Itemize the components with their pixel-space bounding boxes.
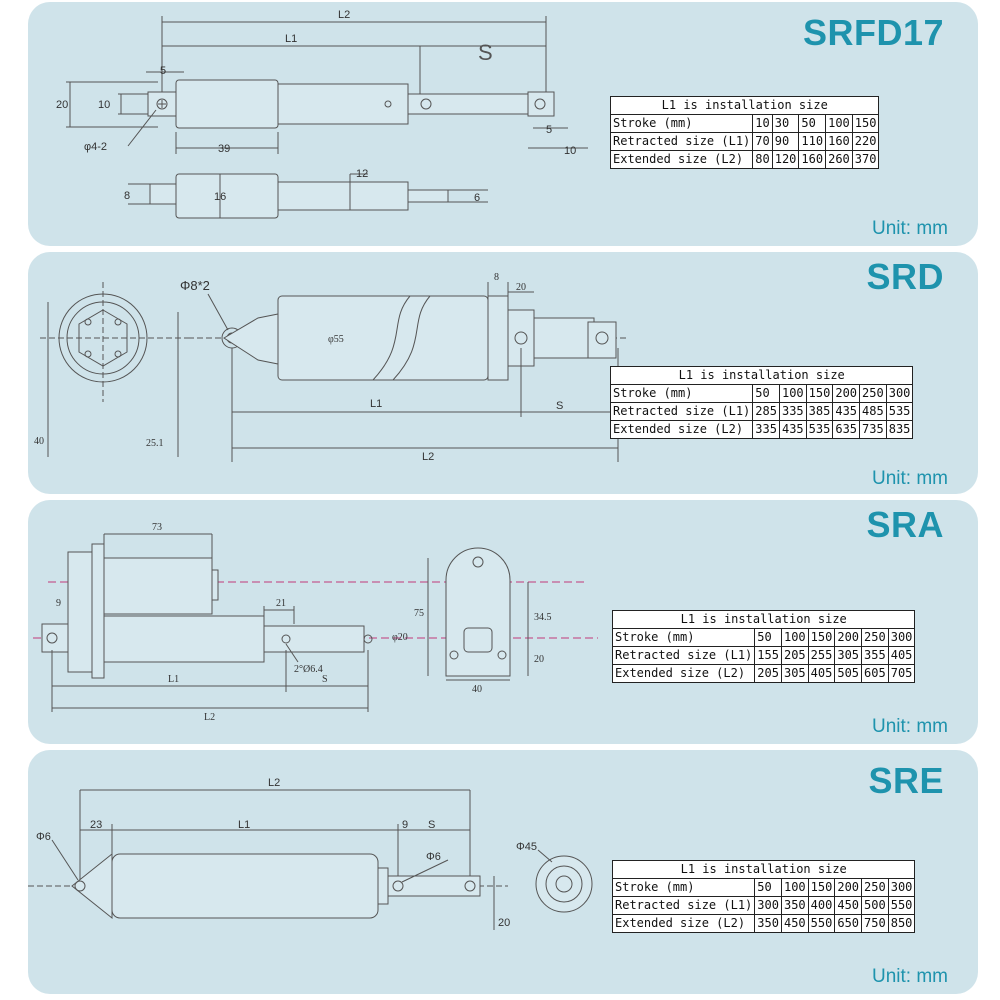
sre-dim-9: 9 bbox=[402, 819, 408, 831]
srd-dim-l1: L1 bbox=[370, 398, 382, 410]
sra-dim-21: 21 bbox=[276, 598, 286, 609]
table-caption: L1 is installation size bbox=[611, 860, 916, 879]
table-caption: L1 is installation size bbox=[609, 96, 880, 115]
srd-dim-s: S bbox=[556, 400, 563, 412]
model-title: SRE bbox=[868, 760, 944, 801]
sra-dim-20b: 20 bbox=[534, 654, 544, 665]
sra-dim-75: 75 bbox=[414, 608, 424, 619]
srfd17-dim-39: 39 bbox=[218, 143, 230, 155]
srd-dim-dia: φ55 bbox=[328, 334, 344, 345]
sra-drawing: 73 9 21 φ20 2°Ø6.4 L1 S L2 75 bbox=[33, 522, 598, 723]
unit-label: Unit: mm bbox=[872, 218, 948, 239]
sra-dim-73: 73 bbox=[152, 522, 162, 533]
model-title: SRA bbox=[866, 504, 944, 545]
srfd17-dim-20: 20 bbox=[56, 99, 68, 111]
sra-dim-9: 9 bbox=[56, 598, 61, 609]
srfd17-dim-12: 12 bbox=[356, 168, 368, 180]
srd-drawing: 40 25.1 φ55 Φ8*2 8 20 L1 S L2 bbox=[34, 272, 628, 463]
srd-dim-40: 40 bbox=[34, 436, 44, 447]
sra-dim-s: S bbox=[322, 674, 328, 685]
srfd17-dim-16: 16 bbox=[214, 191, 226, 203]
srfd17-dim-5b: 5 bbox=[546, 124, 552, 136]
sra-dim-hole: 2°Ø6.4 bbox=[294, 664, 323, 675]
srd-dim-20: 20 bbox=[516, 282, 526, 293]
srfd17-dim-5a: 5 bbox=[160, 65, 166, 77]
srfd17-dim-10b: 10 bbox=[564, 145, 576, 157]
srd-dim-hole: Φ8*2 bbox=[180, 278, 210, 293]
unit-label: Unit: mm bbox=[872, 966, 948, 987]
sre-dim-l1: L1 bbox=[238, 819, 250, 831]
sre-dim-l2: L2 bbox=[268, 777, 280, 789]
unit-label: Unit: mm bbox=[872, 468, 948, 489]
sre-dim-6b: Φ6 bbox=[426, 851, 441, 863]
srfd17-dim-l1: L1 bbox=[285, 33, 297, 45]
sre-dim-s: S bbox=[428, 819, 435, 831]
srd-dim-25: 25.1 bbox=[146, 438, 164, 449]
sra-dim-l1: L1 bbox=[168, 674, 179, 685]
sra-dim-345: 34.5 bbox=[534, 612, 552, 623]
sre-dim-23: 23 bbox=[90, 819, 102, 831]
srd-dim-l2: L2 bbox=[422, 451, 434, 463]
sra-dim-l2: L2 bbox=[204, 712, 215, 723]
unit-label: Unit: mm bbox=[872, 716, 948, 737]
srfd17-dim-6: 6 bbox=[474, 192, 480, 204]
sre-dim-6a: Φ6 bbox=[36, 831, 51, 843]
sre-drawing: L2 23 L1 9 S Φ6 Φ6 20 Φ45 bbox=[28, 777, 593, 930]
panel-srfd17: L2 L1 S 5 20 10 φ4-2 39 bbox=[28, 2, 978, 246]
panel-sre: L2 23 L1 9 S Φ6 Φ6 20 Φ45 SRE L1 is inst… bbox=[28, 750, 978, 994]
model-title: SRFD17 bbox=[802, 12, 944, 53]
sra-dim-40: 40 bbox=[472, 684, 482, 695]
srfd17-dim-s: S bbox=[478, 40, 493, 65]
srfd17-dim-8: 8 bbox=[124, 190, 130, 202]
srfd17-dim-l2: L2 bbox=[338, 9, 350, 21]
table-caption: L1 is installation size bbox=[609, 366, 914, 385]
srfd17-dim-hole: φ4-2 bbox=[84, 141, 107, 153]
model-title: SRD bbox=[866, 256, 944, 297]
panel-srd: 40 25.1 φ55 Φ8*2 8 20 L1 S L2 SRD L1 is … bbox=[28, 252, 978, 494]
panel-sra: 73 9 21 φ20 2°Ø6.4 L1 S L2 75 bbox=[28, 500, 978, 744]
sre-dim-45: Φ45 bbox=[516, 841, 537, 853]
table-caption: L1 is installation size bbox=[611, 610, 916, 629]
srfd17-dim-10a: 10 bbox=[98, 99, 110, 111]
sra-dim-20a: φ20 bbox=[392, 632, 408, 643]
srfd17-drawing: L2 L1 S 5 20 10 φ4-2 39 bbox=[56, 9, 588, 219]
srd-dim-8: 8 bbox=[494, 272, 499, 283]
sre-dim-20: 20 bbox=[498, 917, 510, 929]
